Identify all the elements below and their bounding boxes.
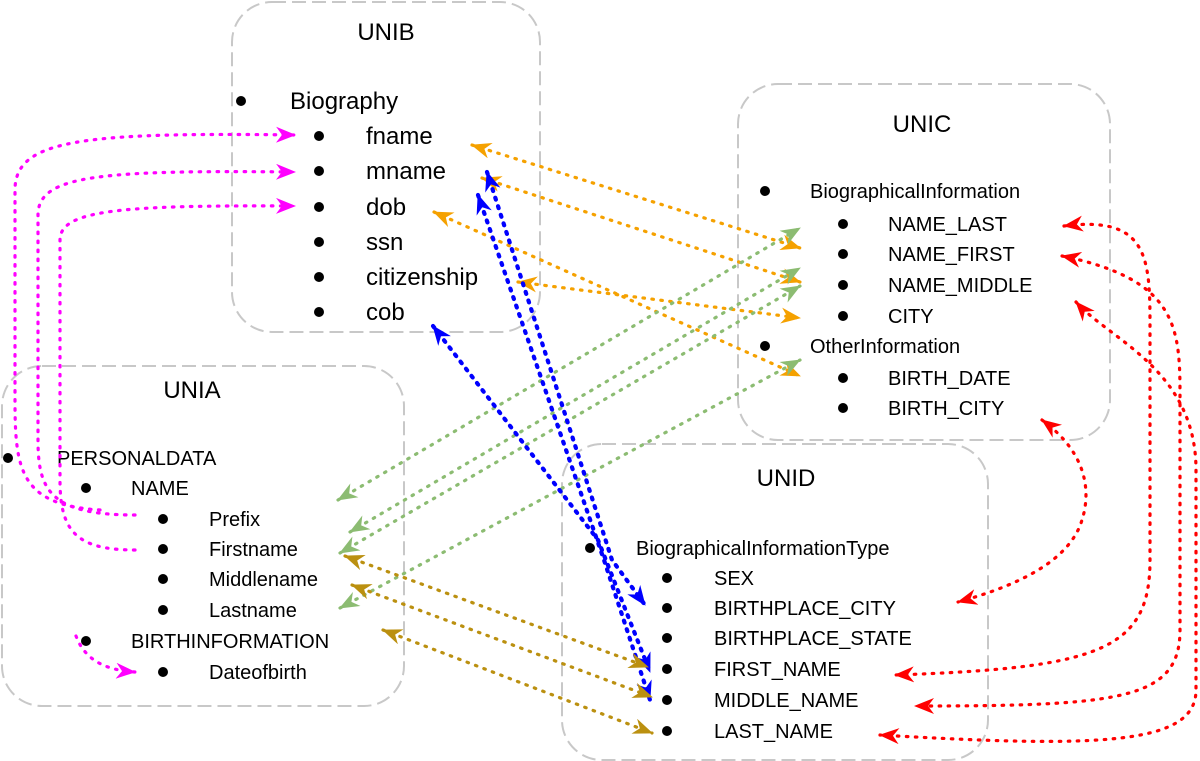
unic-item-name-first: NAME_FIRST — [888, 244, 1015, 266]
bullet — [314, 131, 324, 141]
connector-gold — [350, 583, 654, 699]
unib-item-ssn: ssn — [366, 229, 403, 256]
unid-item-last-name: LAST_NAME — [714, 721, 833, 743]
bullet — [585, 543, 595, 553]
unia-group-name: NAME — [131, 478, 189, 500]
bullet — [314, 307, 324, 317]
unia-title: UNIA — [163, 377, 220, 404]
bullet — [81, 636, 91, 646]
unia-root: PERSONALDATA — [57, 448, 217, 470]
bullet — [838, 249, 848, 259]
bullet — [662, 695, 672, 705]
unib-root: Biography — [290, 88, 398, 115]
bullet — [662, 664, 672, 674]
unic-group-other: OtherInformation — [810, 336, 960, 358]
bullet — [314, 166, 324, 176]
bullet — [158, 544, 168, 554]
bullet — [662, 633, 672, 643]
bullet — [3, 453, 13, 463]
unia-item-middlename: Middlename — [209, 569, 318, 591]
unia-item-dateofbirth: Dateofbirth — [209, 662, 307, 684]
unib-item-citizenship: citizenship — [366, 264, 478, 291]
bullet — [81, 483, 91, 493]
bullet — [662, 726, 672, 736]
unib-item-mname: mname — [366, 158, 446, 185]
bullet — [760, 341, 770, 351]
unia-item-prefix: Prefix — [209, 509, 260, 531]
bullet — [158, 514, 168, 524]
bullet — [236, 96, 246, 106]
unid-item-sex: SEX — [714, 568, 754, 590]
unic-item-name-last: NAME_LAST — [888, 214, 1007, 236]
bullet — [158, 574, 168, 584]
unid-root: BiographicalInformationType — [636, 538, 889, 560]
bullet — [838, 280, 848, 290]
unia-box — [1, 365, 405, 707]
connector-magenta — [13, 126, 297, 512]
bullet — [838, 373, 848, 383]
connector-blue — [430, 323, 653, 675]
bullet — [838, 219, 848, 229]
bullet — [314, 202, 324, 212]
bullet — [158, 667, 168, 677]
unid-item-middle-name: MIDDLE_NAME — [714, 690, 858, 712]
unic-group-biographical: BiographicalInformation — [810, 181, 1020, 203]
bullet — [760, 186, 770, 196]
unib-item-cob: cob — [366, 299, 405, 326]
connector-magenta — [74, 634, 137, 679]
connector-magenta — [58, 197, 297, 552]
unia-group-birthinformation: BIRTHINFORMATION — [131, 631, 329, 653]
unic-item-city: CITY — [888, 306, 934, 328]
connector-magenta — [36, 163, 297, 517]
unid-title: UNID — [757, 465, 816, 492]
unid-item-first-name: FIRST_NAME — [714, 659, 841, 681]
unid-item-birthplace-state: BIRTHPLACE_STATE — [714, 628, 912, 650]
bullet — [662, 603, 672, 613]
unic-item-birth-date: BIRTH_DATE — [888, 368, 1011, 390]
bullet — [662, 573, 672, 583]
bullet — [314, 237, 324, 247]
connector-red — [893, 215, 1152, 683]
unic-item-name-middle: NAME_MIDDLE — [888, 275, 1032, 297]
unic-item-birth-city: BIRTH_CITY — [888, 398, 1004, 420]
unid-item-birthplace-city: BIRTHPLACE_CITY — [714, 598, 896, 620]
connector-gold — [381, 628, 654, 735]
bullet — [838, 403, 848, 413]
connector-red — [878, 300, 1198, 745]
connector-red — [956, 418, 1088, 605]
unib-item-fname: fname — [366, 123, 433, 150]
bullet — [158, 605, 168, 615]
unic-title: UNIC — [893, 111, 952, 138]
bullet — [838, 311, 848, 321]
bullet — [314, 272, 324, 282]
unia-item-firstname: Firstname — [209, 539, 298, 561]
connector-red — [913, 251, 1182, 714]
unib-title: UNIB — [357, 19, 414, 46]
unib-item-dob: dob — [366, 194, 406, 221]
unia-item-lastname: Lastname — [209, 600, 297, 622]
